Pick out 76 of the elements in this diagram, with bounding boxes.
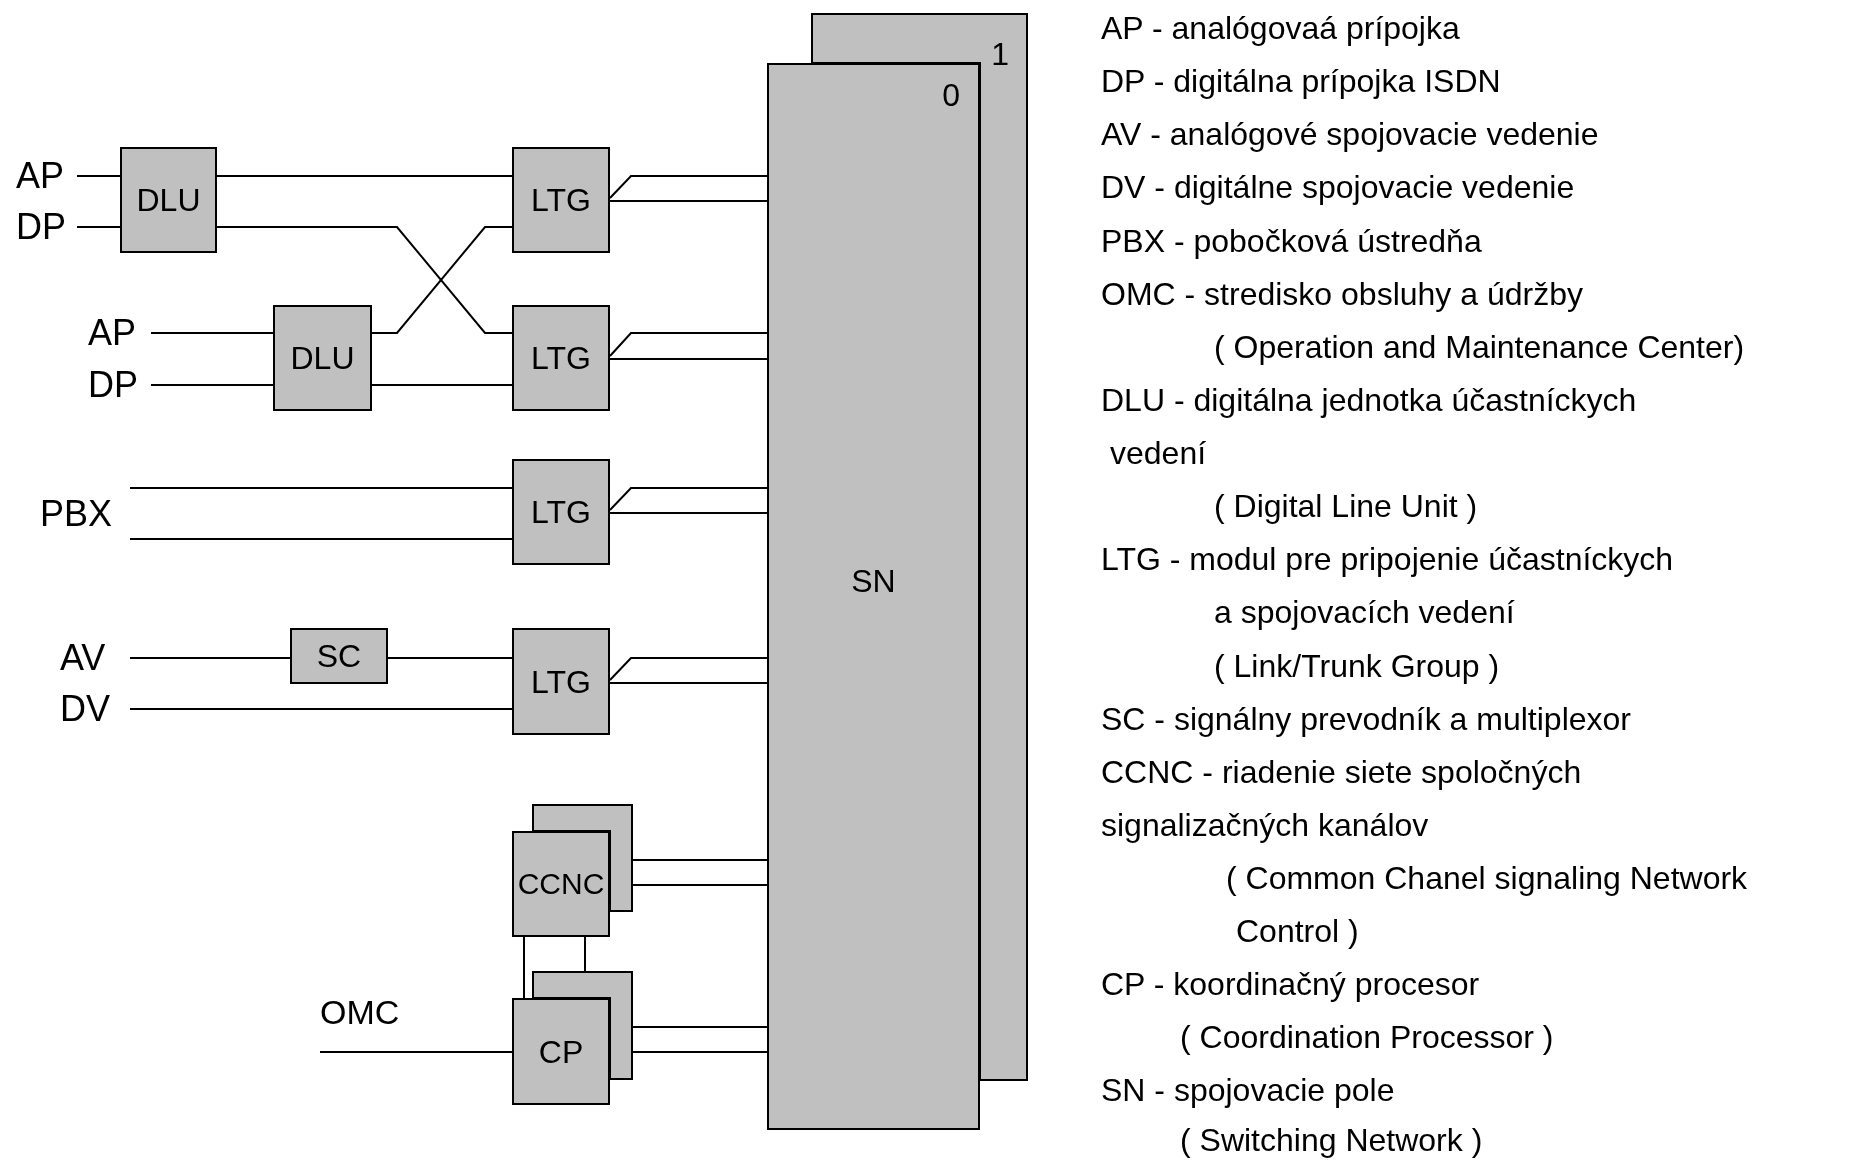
legend-text: ( Link/Trunk Group ): [1214, 650, 1500, 682]
legend-text: DP - digitálna prípojka ISDN: [1101, 65, 1501, 97]
module-box: [290, 628, 388, 684]
connection-line: [216, 175, 513, 177]
connection-line: [150, 332, 274, 334]
box-label: LTG: [531, 665, 591, 698]
box-label: SC: [316, 640, 362, 672]
layer-number: 1: [991, 38, 1009, 70]
connection-line: [76, 175, 121, 177]
legend-text: signalizačných kanálov: [1101, 809, 1429, 841]
module-box: [512, 628, 610, 735]
legend-text: DLU - digitálna jednotka účastníckych: [1101, 384, 1637, 416]
connection-line: [129, 657, 291, 659]
connection-line: [216, 226, 513, 334]
module-box: [120, 147, 217, 253]
connection-line: [129, 538, 513, 540]
connection-line: [609, 332, 768, 357]
module-box: [512, 147, 610, 253]
connection-line: [371, 384, 513, 386]
box-label: LTG: [531, 496, 591, 528]
legend-text: CP - koordinačný procesor: [1101, 968, 1480, 1000]
line-label: PBX: [40, 496, 113, 532]
switching-network-box: [767, 63, 980, 1130]
connection-line: [609, 657, 768, 681]
legend-text: ( Common Chanel signaling Network: [1226, 862, 1748, 894]
legend-text: AP - analógovaá prípojka: [1101, 12, 1460, 44]
module-box: [273, 305, 372, 411]
connection-line: [584, 936, 586, 973]
module-box: [512, 305, 610, 411]
connection-line: [609, 512, 768, 514]
legend-text: DV - digitálne spojovacie vedenie: [1101, 171, 1575, 203]
line-label: DP: [16, 209, 66, 245]
connection-line: [129, 708, 513, 710]
connection-line: [371, 226, 513, 334]
connection-line: [609, 358, 768, 360]
connection-line: [150, 384, 274, 386]
box-label: LTG: [531, 342, 591, 374]
module-box: [512, 459, 610, 565]
connection-line: [609, 487, 768, 511]
connection-line: [387, 657, 513, 659]
module-box: [512, 998, 610, 1105]
legend-text: a spojovacích vedení: [1214, 596, 1515, 628]
connection-line: [523, 936, 525, 999]
connection-line: [319, 1051, 513, 1053]
legend-text: Control ): [1236, 915, 1359, 947]
line-label: AP: [88, 315, 137, 351]
module-box: [512, 831, 610, 937]
legend-text: ( Digital Line Unit ): [1214, 490, 1478, 522]
legend-text: AV - analógové spojovacie vedenie: [1101, 118, 1599, 150]
line-label: AP: [16, 158, 65, 194]
legend-text: SC - signálny prevodník a multiplexor: [1101, 703, 1631, 735]
line-label: DP: [88, 367, 138, 403]
connection-line: [609, 175, 768, 199]
legend-text: CCNC - riadenie siete spoločných: [1101, 756, 1582, 788]
legend-text: LTG - modul pre pripojenie účastníckych: [1101, 543, 1674, 575]
line-label: DV: [60, 691, 110, 727]
box-label: LTG: [531, 184, 591, 216]
connection-line: [129, 487, 513, 489]
box-label: CP: [538, 1035, 584, 1068]
connection-line: [609, 682, 768, 684]
legend-text: PBX - pobočková ústredňa: [1101, 225, 1482, 257]
legend-text: ( Switching Network ): [1180, 1124, 1483, 1156]
box-label: DLU: [290, 342, 355, 374]
connection-line: [609, 200, 768, 202]
legend-text: vedení: [1110, 437, 1207, 469]
connection-line: [76, 226, 121, 228]
box-label: SN: [850, 565, 897, 597]
legend-text: ( Coordination Processor ): [1180, 1021, 1554, 1053]
layer-number: 0: [942, 79, 960, 111]
box-label: DLU: [136, 184, 201, 216]
line-label: AV: [60, 640, 106, 676]
legend-text: ( Operation and Maintenance Center): [1214, 331, 1745, 363]
line-label: OMC: [320, 995, 400, 1029]
box-label: CCNC: [517, 869, 605, 899]
legend-text: OMC - stredisko obsluhy a údržby: [1101, 278, 1583, 310]
legend-text: SN - spojovacie pole: [1101, 1074, 1395, 1106]
